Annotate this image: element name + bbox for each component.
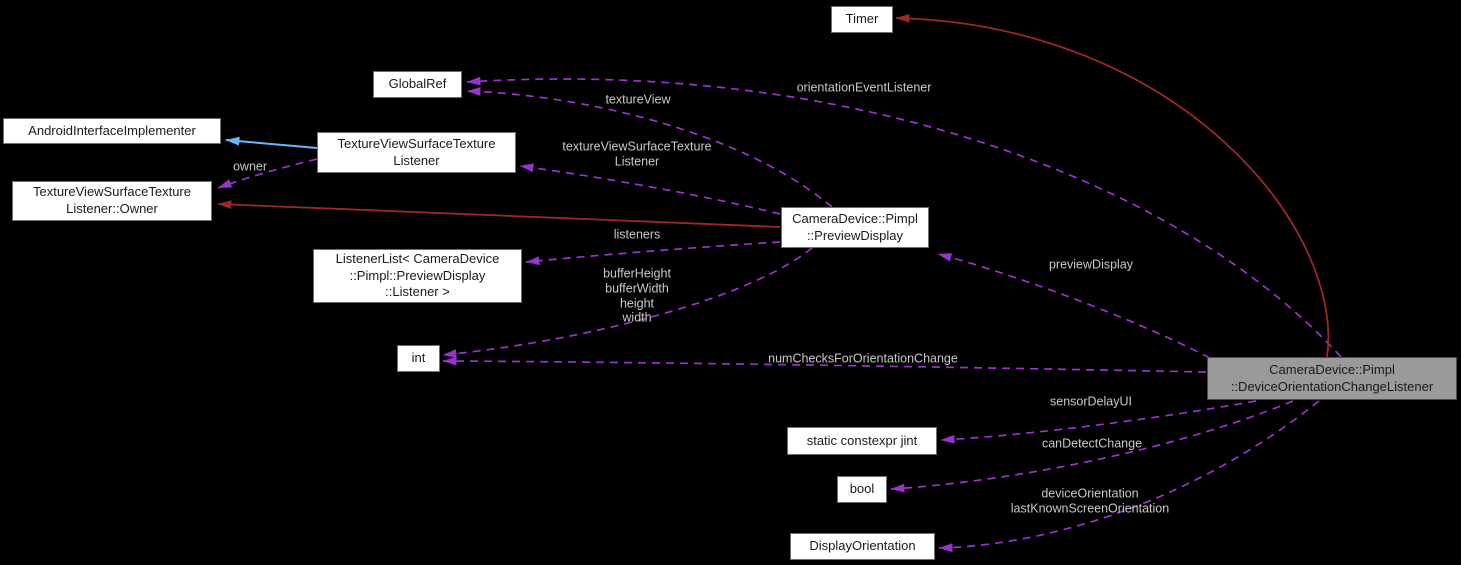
edge-sensor-delay-ui bbox=[940, 400, 1257, 444]
edge-owner-inheritance bbox=[217, 200, 781, 228]
node-global-ref[interactable]: GlobalRef bbox=[373, 71, 462, 98]
edge-buffer-fields bbox=[442, 247, 813, 359]
node-display-orientation[interactable]: DisplayOrientation bbox=[790, 533, 935, 560]
node-listener-list[interactable]: ListenerList< CameraDevice ::Pimpl::Prev… bbox=[313, 249, 522, 303]
node-preview-display[interactable]: CameraDevice::Pimpl ::PreviewDisplay bbox=[781, 207, 929, 248]
edge-device-orientation-fields bbox=[938, 400, 1320, 553]
node-timer[interactable]: Timer bbox=[831, 6, 893, 33]
node-device-orientation-change-listener[interactable]: CameraDevice::Pimpl ::DeviceOrientationC… bbox=[1207, 357, 1457, 400]
edge-texture-view-surface-texture-listener bbox=[519, 163, 781, 215]
node-int[interactable]: int bbox=[397, 345, 440, 372]
node-bool[interactable]: bool bbox=[837, 476, 887, 503]
edge-listeners bbox=[525, 241, 781, 266]
node-texture-view-surface-texture-listener-owner[interactable]: TextureViewSurfaceTexture Listener::Owne… bbox=[12, 181, 212, 221]
edge-texture-view bbox=[466, 87, 833, 208]
edge-can-detect-change bbox=[890, 400, 1294, 493]
node-static-constexpr-jint[interactable]: static constexpr jint bbox=[787, 427, 937, 455]
node-texture-view-surface-texture-listener[interactable]: TextureViewSurfaceTexture Listener bbox=[317, 132, 516, 173]
node-android-interface-implementer[interactable]: AndroidInterfaceImplementer bbox=[3, 118, 221, 144]
edge-owner bbox=[217, 158, 318, 189]
edge-preview-display bbox=[937, 253, 1211, 359]
edge-timer-inheritance bbox=[895, 13, 1330, 358]
edge-num-checks bbox=[442, 356, 1207, 373]
edge-android-inheritance bbox=[225, 136, 318, 149]
